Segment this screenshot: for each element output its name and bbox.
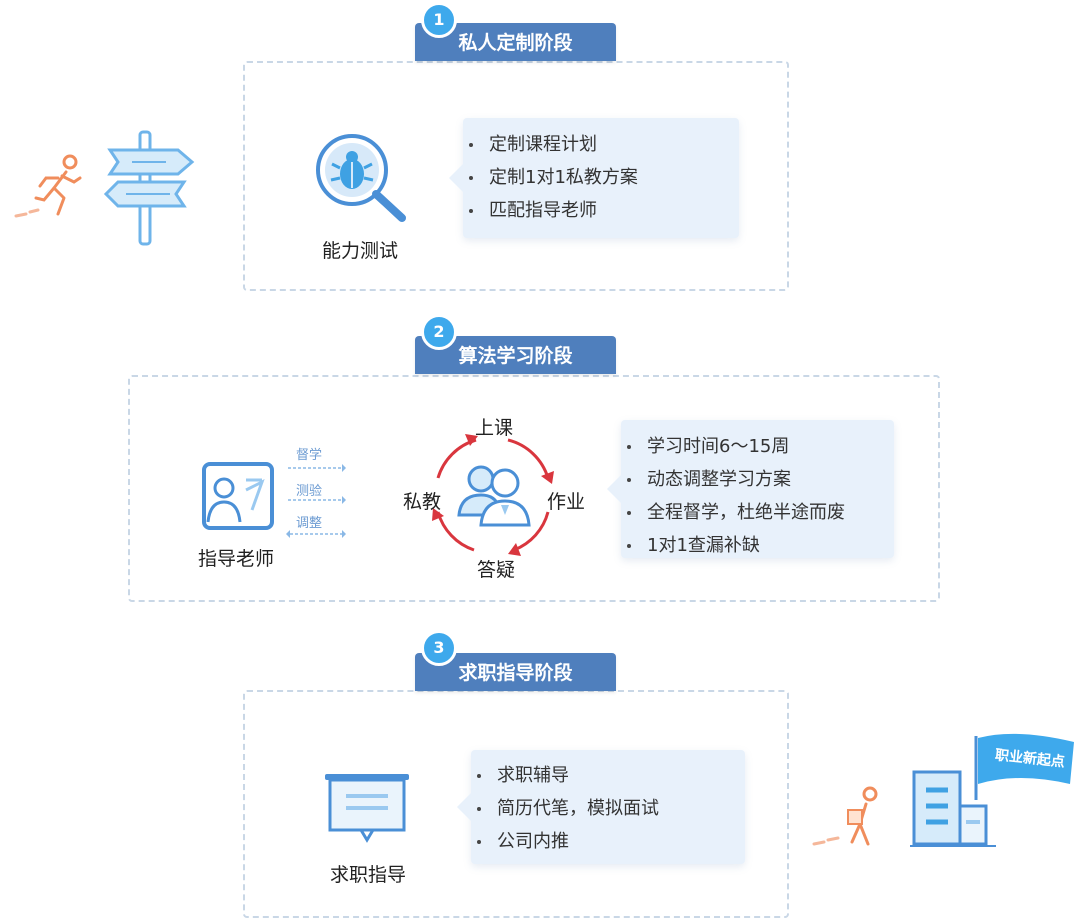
walker-icon: [812, 786, 878, 846]
teacher-label: 指导老师: [197, 548, 274, 570]
ability-test-label: 能力测试: [321, 240, 398, 262]
stage-1-item: 定制课程计划: [463, 128, 739, 161]
stage-2-item: 动态调整学习方案: [621, 463, 894, 496]
stage-2-item: 学习时间6～15周: [621, 430, 894, 463]
bug-magnifier-icon: [316, 134, 406, 222]
stage-2-item: 全程督学，杜绝半途而废: [621, 496, 894, 529]
cycle-arrows: [432, 434, 554, 556]
presentation-board-icon: [325, 774, 409, 843]
stage-3-number: 3: [421, 630, 457, 666]
runner-icon: [14, 154, 82, 218]
building-icon: [910, 770, 996, 847]
stage-1-item: 定制1对1私教方案: [463, 161, 739, 194]
stage-2-box: [128, 375, 940, 602]
stage-1-number: 1: [421, 2, 457, 38]
stage-1-item: 匹配指导老师: [463, 194, 739, 227]
flag-icon: [974, 733, 1074, 800]
stage-3-box: [243, 690, 789, 918]
stage-2-bubble: 学习时间6～15周 动态调整学习方案 全程督学，杜绝半途而废 1对1查漏补缺: [607, 420, 894, 558]
cycle-right: 作业: [546, 491, 585, 513]
arrow-label: 测验: [296, 484, 323, 499]
stage-3-item: 公司内推: [471, 825, 745, 858]
cycle-left: 私教: [402, 491, 441, 513]
stage-3-item: 求职辅导: [471, 759, 745, 792]
cycle-bottom: 答疑: [476, 559, 515, 581]
stage-2-number: 2: [421, 314, 457, 350]
stage-3-bubble: 求职辅导 简历代笔，模拟面试 公司内推: [457, 750, 745, 864]
stage-2-item: 1对1查漏补缺: [621, 529, 894, 562]
arrow-label: 调整: [296, 516, 323, 531]
stage-1-box: [243, 61, 789, 291]
job-guidance-label: 求职指导: [329, 864, 406, 886]
stage-3-item: 简历代笔，模拟面试: [471, 792, 745, 825]
teacher-card-icon: [202, 462, 274, 530]
users-icon: [457, 465, 531, 527]
double-arrows: [286, 464, 346, 538]
signpost-icon: [103, 130, 195, 246]
stage-1-title: 私人定制阶段: [415, 23, 616, 61]
stage-1-bubble: 定制课程计划 定制1对1私教方案 匹配指导老师: [449, 118, 739, 238]
arrow-label: 督学: [296, 448, 323, 463]
cycle-top: 上课: [474, 417, 513, 439]
